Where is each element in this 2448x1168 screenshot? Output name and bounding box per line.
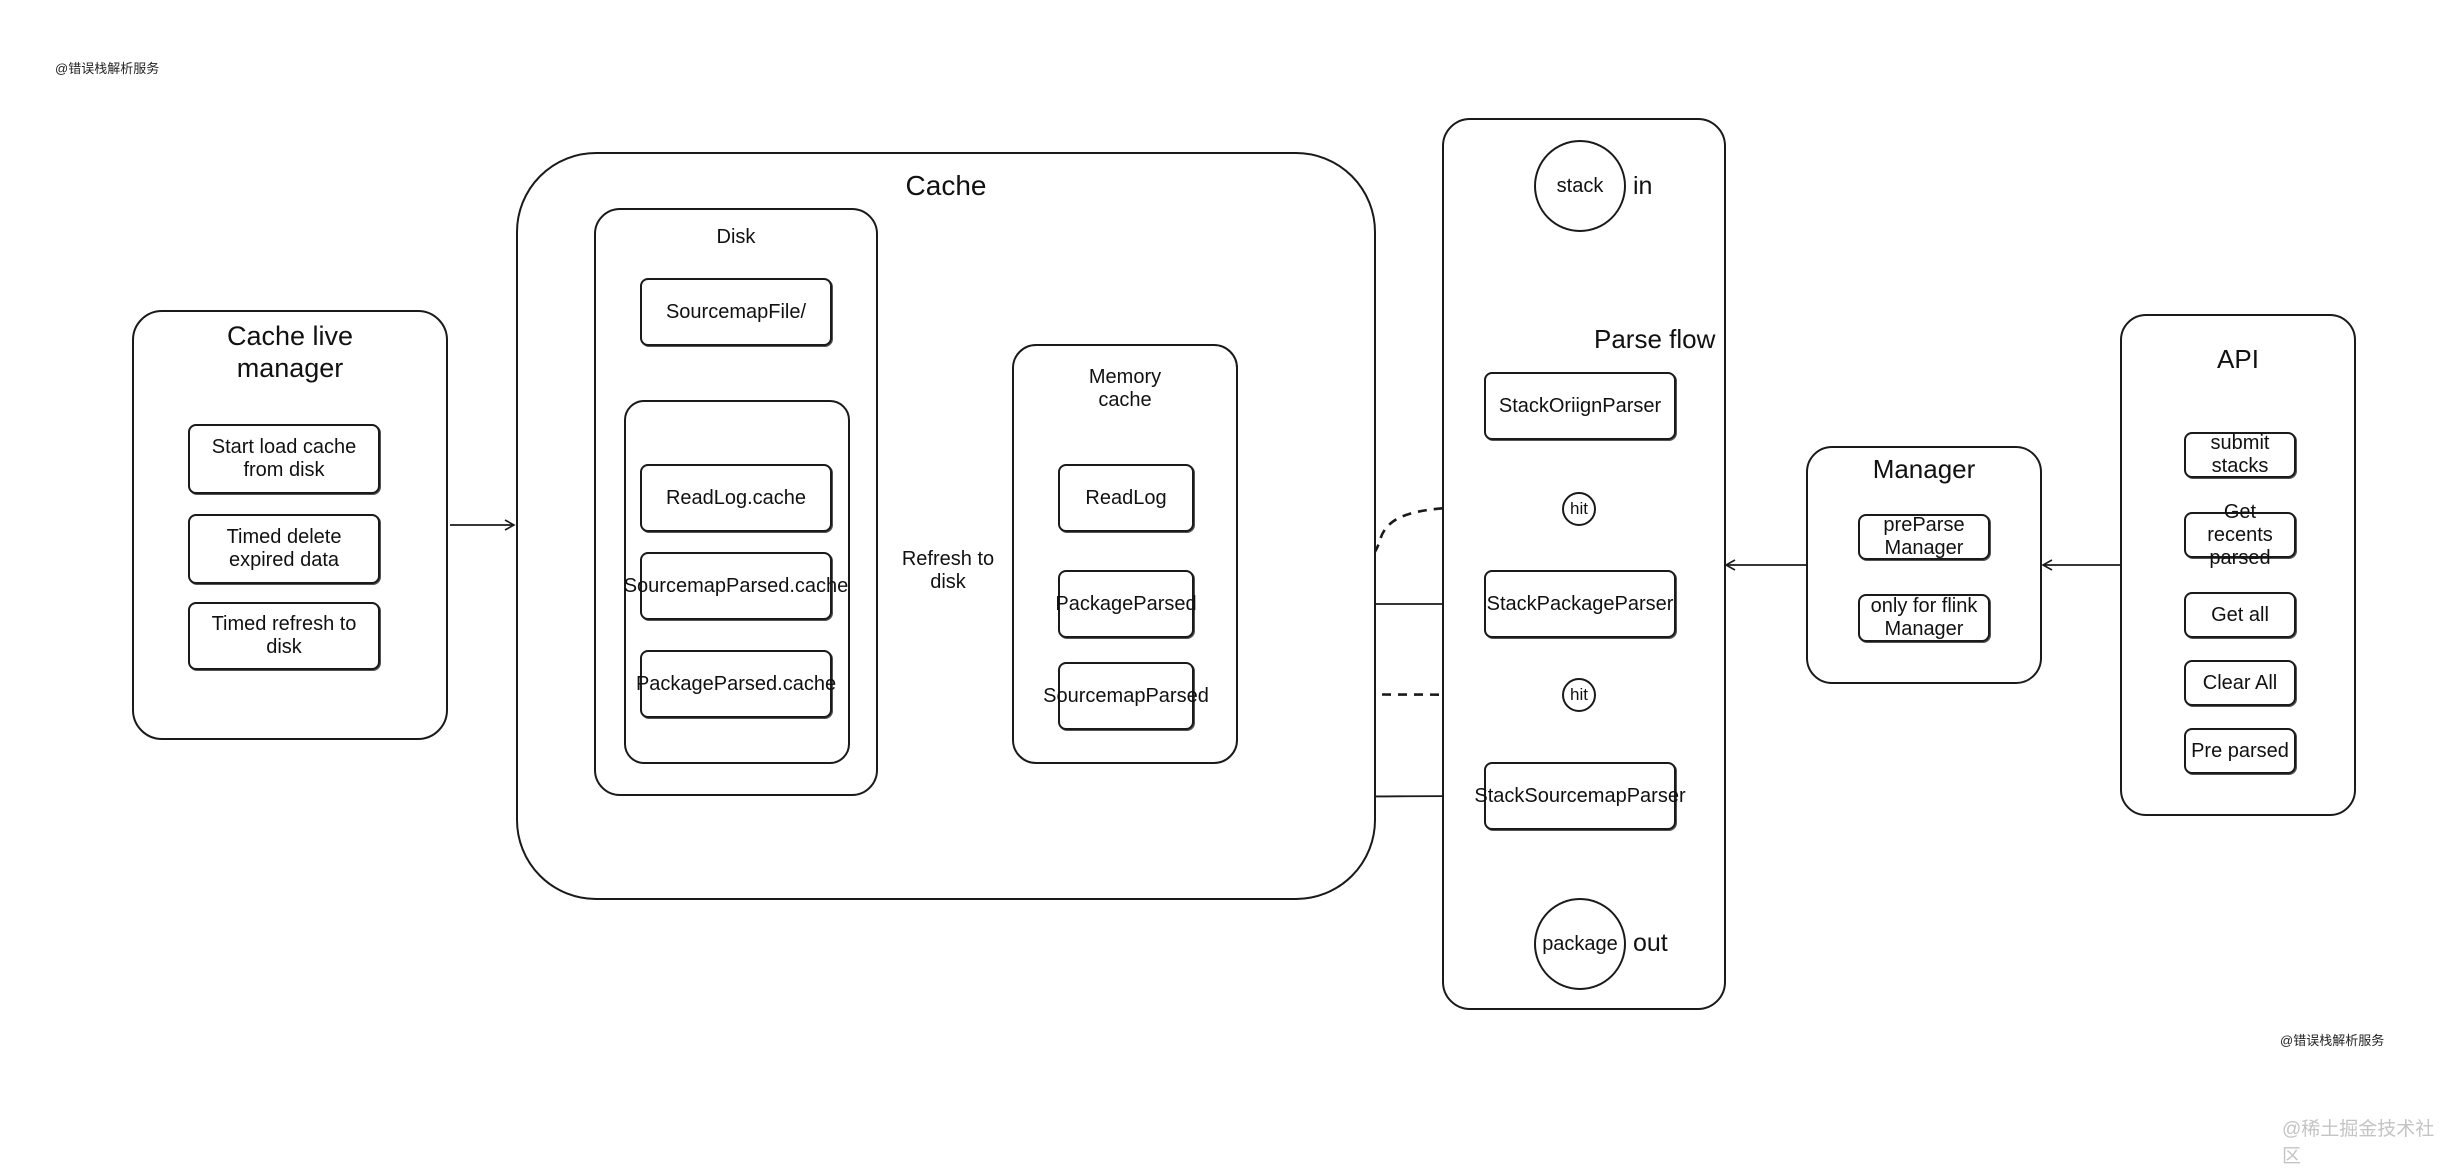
item-timed-refresh: Timed refresh to disk bbox=[188, 602, 380, 670]
stack-sourcemap-parser: StackSourcemapParser bbox=[1474, 762, 1686, 830]
memory-sourcemapparsed: SourcemapParsed bbox=[1043, 662, 1209, 730]
hit-node-1: hit bbox=[1562, 492, 1596, 526]
cache-live-manager-container: Cache live manager Start load cache from… bbox=[132, 310, 448, 740]
dashed-sourcemapparsed-to-hit bbox=[1205, 689, 1566, 701]
manager-container: Manager preParse Manager only for flink … bbox=[1806, 446, 2042, 684]
api-pre-parsed[interactable]: Pre parsed bbox=[2184, 728, 2296, 774]
refresh-to-disk-label: Refresh to disk bbox=[900, 548, 996, 594]
parse-flow-title: Parse flow bbox=[1594, 324, 1716, 354]
memory-cache-title: Memory cache bbox=[1088, 366, 1162, 411]
watermark-bottom-right: @错误栈解析服务 bbox=[2280, 1033, 2385, 1048]
stack-package-parser: StackPackageParser bbox=[1484, 570, 1676, 638]
disk-packageparsed-cache: PackageParsed.cache bbox=[636, 650, 836, 718]
cache-title: Cache bbox=[905, 170, 987, 201]
disk-cache-files-group: ReadLog.cache SourcemapParsed.cache Pack… bbox=[624, 400, 850, 764]
disk-sourcemapparsed-cache: SourcemapParsed.cache bbox=[624, 552, 848, 620]
api-submit-stacks[interactable]: submit stacks bbox=[2184, 432, 2296, 478]
parse-flow-container: Parse flow bbox=[1442, 118, 1726, 1010]
package-out-node: package bbox=[1534, 898, 1626, 990]
api-container: API submit stacks Get recents parsed Get… bbox=[2120, 314, 2356, 816]
watermark-top-left: @错误栈解析服务 bbox=[55, 61, 160, 76]
item-timed-delete-expired: Timed delete expired data bbox=[188, 514, 380, 584]
stack-in-node: stack bbox=[1534, 140, 1626, 232]
memory-packageparsed: PackageParsed bbox=[1055, 570, 1197, 638]
manager-title: Manager bbox=[1872, 454, 1976, 484]
api-title: API bbox=[2217, 344, 2259, 374]
api-clear-all[interactable]: Clear All bbox=[2184, 660, 2296, 706]
package-out-suffix: out bbox=[1633, 929, 1668, 957]
cache-live-manager-title: Cache live manager bbox=[226, 321, 354, 383]
manager-flink: only for flink Manager bbox=[1858, 594, 1990, 642]
item-start-load-cache: Start load cache from disk bbox=[188, 424, 380, 494]
stack-in-suffix: in bbox=[1633, 172, 1653, 200]
disk-readlog-cache: ReadLog.cache bbox=[640, 464, 832, 532]
disk-sourcemapfile: SourcemapFile/ bbox=[640, 278, 832, 346]
manager-preparse: preParse Manager bbox=[1858, 514, 1990, 560]
api-get-all[interactable]: Get all bbox=[2184, 592, 2296, 638]
memory-cache-container: Memory cache ReadLog PackageParsed Sourc… bbox=[1012, 344, 1238, 764]
memory-readlog: ReadLog bbox=[1058, 464, 1194, 532]
api-get-recents-parsed[interactable]: Get recents parsed bbox=[2184, 501, 2296, 569]
stack-origin-parser: StackOriignParser bbox=[1484, 372, 1676, 440]
hit-node-2: hit bbox=[1562, 678, 1596, 712]
disk-title: Disk bbox=[716, 226, 756, 248]
